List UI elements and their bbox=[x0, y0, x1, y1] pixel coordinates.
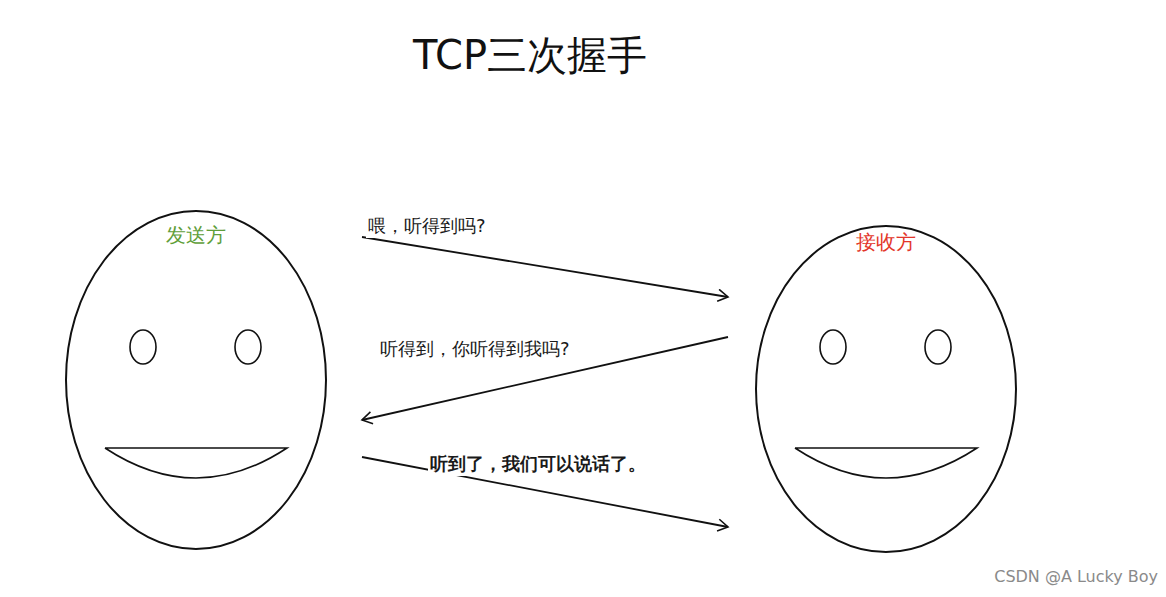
face-outline bbox=[755, 225, 1017, 553]
face-mouth bbox=[795, 448, 977, 478]
face-eye bbox=[820, 330, 846, 364]
face-mouth bbox=[105, 448, 287, 478]
message-arrow bbox=[362, 337, 728, 420]
watermark: CSDN @A Lucky Boy bbox=[994, 567, 1158, 586]
face-outline bbox=[65, 210, 327, 550]
face-eye bbox=[130, 330, 156, 364]
face-node: 发送方 bbox=[65, 210, 327, 550]
message-label: 听到了，我们可以说话了。 bbox=[428, 452, 648, 476]
face-eye bbox=[235, 330, 261, 364]
message-label: 喂，听得到吗? bbox=[366, 214, 488, 238]
party-name: 接收方 bbox=[755, 229, 1017, 256]
party-name: 发送方 bbox=[65, 222, 327, 249]
diagram-title: TCP三次握手 bbox=[413, 28, 647, 83]
message-arrow bbox=[362, 237, 728, 297]
face-ellipse bbox=[756, 226, 1016, 552]
face-eye bbox=[925, 330, 951, 364]
message-label: 听得到，你听得到我吗? bbox=[378, 337, 572, 361]
face-ellipse bbox=[66, 211, 326, 549]
face-node: 接收方 bbox=[755, 225, 1017, 553]
